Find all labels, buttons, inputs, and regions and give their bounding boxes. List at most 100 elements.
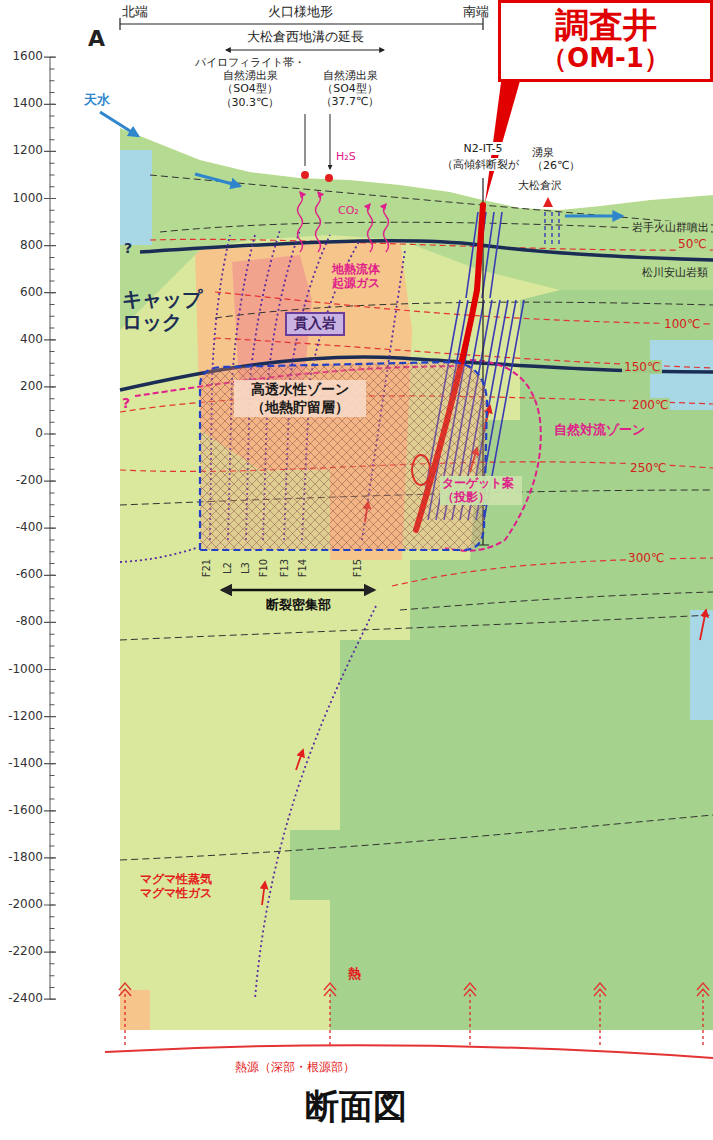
rain-water-arrow bbox=[100, 112, 622, 216]
fault-name: F15 bbox=[352, 559, 364, 577]
axis-value: 1200 bbox=[12, 143, 43, 157]
isotherm bbox=[120, 239, 713, 586]
gas-label: 地熱流体 起源ガス bbox=[330, 262, 390, 291]
magma-label: マグマ性蒸気 マグマ性ガス bbox=[140, 872, 226, 901]
axis-value: 1600 bbox=[12, 49, 43, 63]
rain-water-arrow bbox=[100, 112, 138, 136]
heat-arrow bbox=[119, 983, 131, 996]
temperature-label: 150℃ bbox=[622, 360, 662, 374]
callout-text: 調査井 bbox=[505, 6, 706, 44]
fault-name: F10 bbox=[258, 559, 270, 577]
spring-fault bbox=[545, 212, 559, 245]
label-holder: 岩手火山群噴出 bbox=[630, 221, 711, 234]
flow-arrow bbox=[296, 750, 303, 770]
label-holder: 1600 bbox=[12, 49, 43, 63]
spring-marker bbox=[543, 197, 553, 207]
label-holder: L3 bbox=[240, 562, 252, 574]
label-holder: L2 bbox=[222, 562, 234, 574]
label-holder: 150℃ bbox=[622, 360, 662, 374]
axis-value: -800 bbox=[16, 614, 43, 628]
label-holder: -2200 bbox=[8, 944, 43, 958]
temperature-label: 50℃ bbox=[676, 237, 709, 251]
heat-arrow bbox=[594, 983, 606, 996]
axis-value: 600 bbox=[20, 285, 43, 299]
depth-ruler bbox=[44, 57, 56, 1000]
question-mark: ? bbox=[124, 240, 132, 257]
axis-value: -2400 bbox=[8, 991, 43, 1005]
axis-value: -200 bbox=[16, 473, 43, 487]
formation-label: 岩手火山群噴出 bbox=[630, 221, 711, 234]
heat-arrow bbox=[105, 1045, 713, 1058]
label-holder: -400 bbox=[16, 520, 43, 534]
heat-source-label: 熱源（深部・根源部） bbox=[235, 1060, 355, 1074]
figure-caption: 断面図 bbox=[305, 1086, 407, 1127]
label-holder: F13 bbox=[279, 559, 291, 577]
end-label: 北端 bbox=[122, 4, 148, 20]
heat-arrow bbox=[697, 983, 709, 996]
axis-value: -600 bbox=[16, 567, 43, 581]
gas-label: H₂S bbox=[336, 150, 356, 163]
label-holder: 50℃ bbox=[676, 237, 709, 251]
fault-name: L3 bbox=[240, 562, 252, 574]
pink-zone-boundary bbox=[135, 360, 541, 551]
axis-value: -1600 bbox=[8, 803, 43, 817]
label-holder: H₂S bbox=[336, 150, 356, 163]
fault-name: F14 bbox=[297, 559, 309, 577]
reservoir-outline bbox=[200, 362, 487, 550]
stream-label: 大松倉沢 bbox=[518, 179, 562, 192]
label-holder: 600 bbox=[20, 285, 43, 299]
label-holder: 大松倉西地溝の延長 bbox=[247, 29, 364, 45]
heat-label: 熱 bbox=[348, 966, 361, 982]
label-holder: 熱 bbox=[348, 966, 361, 982]
label-holder: 熱源（深部・根源部） bbox=[235, 1060, 355, 1074]
label-holder: 天水 bbox=[84, 92, 110, 108]
label-holder: マグマ性蒸気 マグマ性ガス bbox=[140, 872, 226, 901]
end-label: 南端 bbox=[463, 4, 489, 20]
caption-holder: 断面図 bbox=[305, 1086, 407, 1127]
dotted-fault bbox=[255, 606, 376, 999]
fault-name: F13 bbox=[279, 559, 291, 577]
label-holder: F10 bbox=[258, 559, 270, 577]
label-holder: -1600 bbox=[8, 803, 43, 817]
label-holder: ターゲット案 （投影） bbox=[440, 476, 522, 505]
gas-arrow bbox=[298, 192, 303, 252]
flow-arrow bbox=[700, 610, 706, 640]
label-holder: -1000 bbox=[8, 662, 43, 676]
heat-arrow bbox=[324, 983, 336, 996]
label-holder: -200 bbox=[16, 473, 43, 487]
label-holder: 大松倉沢 bbox=[518, 179, 562, 192]
label-holder: 南端 bbox=[463, 4, 489, 20]
label-holder: 250℃ bbox=[628, 461, 668, 475]
label-holder: 火口様地形 bbox=[268, 4, 333, 20]
label-holder: （高傾斜断裂が bbox=[440, 158, 521, 171]
axis-value: -1000 bbox=[8, 662, 43, 676]
label-holder: 1200 bbox=[12, 143, 43, 157]
label-holder: 200 bbox=[20, 379, 43, 393]
callout-text: （OM-1） bbox=[505, 44, 706, 74]
label-holder: 地熱流体 起源ガス bbox=[330, 262, 390, 291]
label-holder: 800 bbox=[20, 238, 43, 252]
resistivity-ground bbox=[120, 0, 713, 1030]
label-holder: 300℃ bbox=[626, 551, 666, 565]
label-holder: -1800 bbox=[8, 850, 43, 864]
zone-label: 断裂密集部 bbox=[266, 597, 331, 613]
gas-arrow bbox=[368, 204, 373, 252]
layer-boundary bbox=[150, 175, 713, 225]
fault-name: F21 bbox=[201, 559, 213, 577]
target-label: ターゲット案 （投影） bbox=[440, 476, 522, 505]
label-holder: -1200 bbox=[8, 709, 43, 723]
spring-fault bbox=[545, 212, 559, 245]
label-holder: 湧泉 （26℃） bbox=[532, 146, 582, 172]
region-label: 大松倉西地溝の延長 bbox=[247, 29, 364, 45]
spring-marker bbox=[325, 174, 333, 182]
label-holder: キャップ ロック bbox=[122, 288, 214, 334]
label-holder: CO₂ bbox=[338, 204, 359, 217]
label-holder: 1400 bbox=[12, 96, 43, 110]
label-holder: 北端 bbox=[122, 4, 148, 20]
label-holder: 100℃ bbox=[662, 317, 702, 331]
axis-value: 400 bbox=[20, 332, 43, 346]
zone-label: 自然対流ゾーン bbox=[552, 422, 647, 438]
label-holder: -800 bbox=[16, 614, 43, 628]
reservoir-outline bbox=[200, 362, 487, 550]
